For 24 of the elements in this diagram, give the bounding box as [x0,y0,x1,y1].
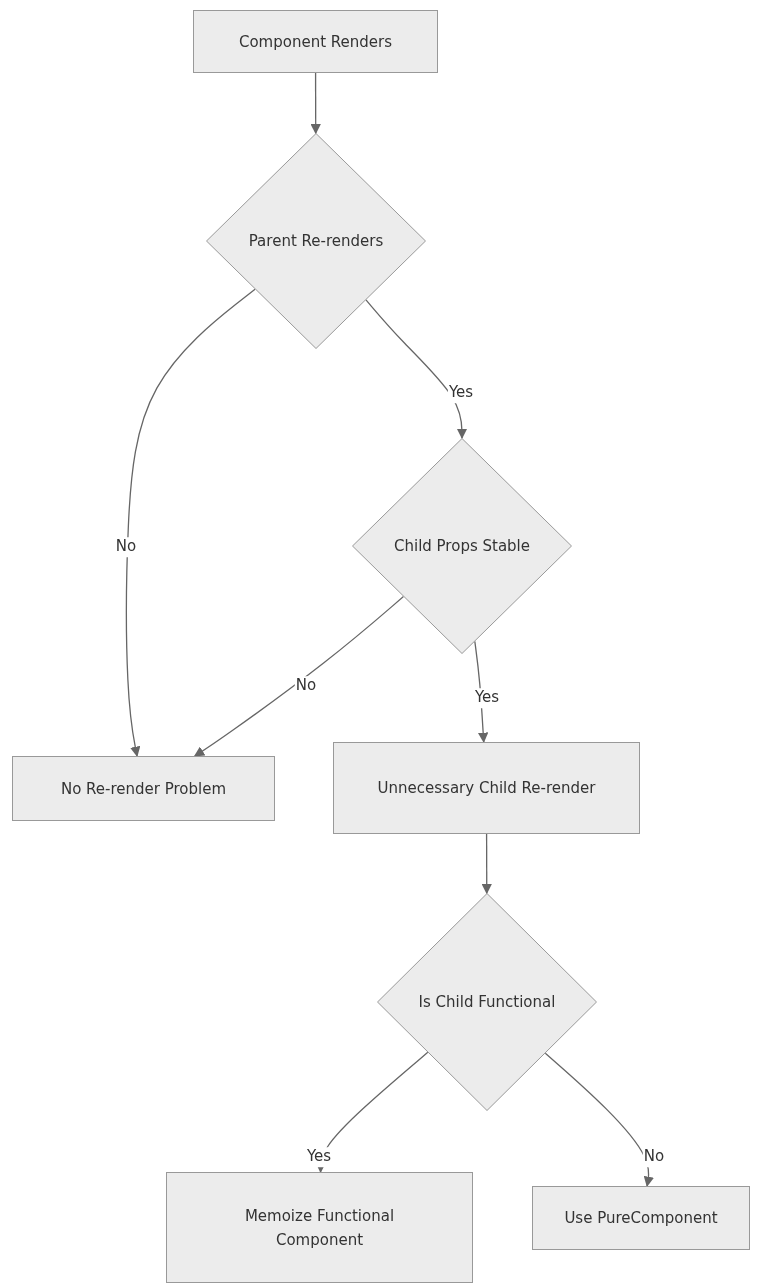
arrow [481,833,492,895]
process-box [166,1172,473,1283]
node-text: Is Child Functional [418,992,556,1013]
arrow [193,595,405,757]
edge-label: No [114,537,138,557]
arrow [544,1052,654,1187]
process-box [532,1186,750,1250]
arrow [365,299,468,440]
node-text: Component Renders [238,31,393,53]
arrow [125,288,256,757]
process-box [193,10,438,73]
node-text: No Re-render Problem [60,778,227,800]
node-text: Memoize Functional Component [243,1205,396,1251]
process-box [12,756,275,821]
edge-label: Yes [473,688,501,708]
edge-label: Yes [447,383,475,403]
node-text: Use PureComponent [564,1208,718,1229]
node-text: Parent Re-renders [248,231,384,252]
node-text: Unnecessary Child Re-render [377,778,596,799]
edge-label: No [642,1147,666,1167]
edge-label: Yes [305,1147,333,1167]
process-box [333,742,640,834]
arrow [310,72,321,135]
node-text: Child Props Stable [394,536,530,557]
